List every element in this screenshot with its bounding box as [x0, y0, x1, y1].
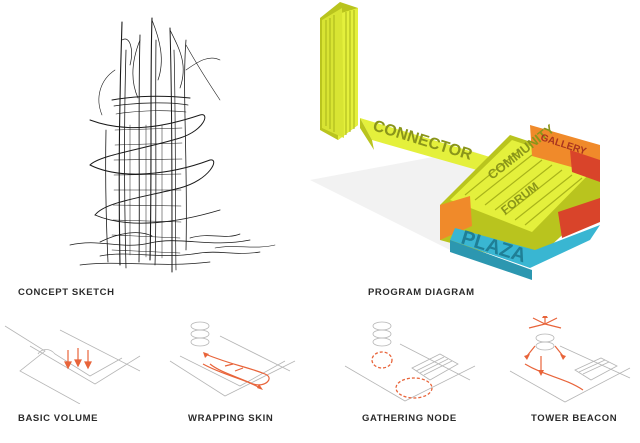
wrapping-skin-diagram	[165, 316, 300, 404]
concept-sketch-panel	[60, 10, 280, 278]
program-block: PLAZA COMMUNITY FORUM GALLERY	[440, 121, 600, 280]
connector-tower	[320, 2, 358, 140]
tower-beacon-diagram	[505, 316, 635, 404]
program-diagram-model: CONNECTOR PLAZA COMMUNITY FORUM GALLERY	[310, 2, 600, 280]
gathering-node-diagram	[340, 316, 480, 404]
tower-beacon-caption: TOWER BEACON	[531, 413, 618, 424]
wrapping-skin-caption: WRAPPING SKIN	[188, 413, 274, 424]
basic-volume-diagram	[0, 316, 150, 404]
program-diagram-panel: CONNECTOR PLAZA COMMUNITY FORUM GALLERY	[300, 0, 625, 285]
basic-volume-caption: BASIC VOLUME	[18, 413, 99, 424]
concept-sketch-drawing	[69, 17, 276, 273]
gathering-node-caption: GATHERING NODE	[362, 413, 457, 424]
program-diagram-caption: PROGRAM DIAGRAM	[368, 287, 475, 298]
concept-sketch-caption: CONCEPT SKETCH	[18, 287, 115, 298]
